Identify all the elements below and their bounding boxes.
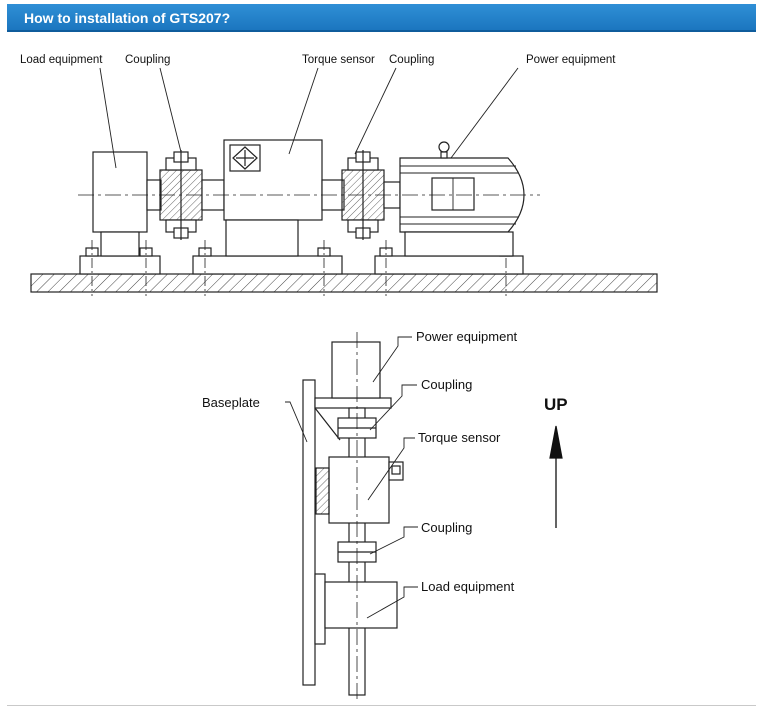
v-label-power-equipment: Power equipment	[416, 329, 518, 344]
label-torque-sensor: Torque sensor	[302, 54, 375, 66]
label-load-equipment: Load equipment	[20, 54, 103, 66]
baseplate-bracket-bottom	[314, 573, 326, 645]
section-header: How to installation of GTS207?	[7, 4, 756, 32]
v-sensor-connector	[388, 461, 404, 481]
motor-lifting-eye	[438, 141, 450, 153]
v-label-baseplate: Baseplate	[202, 395, 260, 410]
side-view-drawing: Load equipment Coupling Torque sensor Co…	[20, 54, 658, 296]
bottom-divider	[7, 705, 756, 706]
up-arrow-icon	[549, 425, 563, 459]
v-sensor-plate-left	[315, 467, 330, 515]
label-coupling-right: Coupling	[389, 54, 434, 66]
up-label: UP	[544, 395, 568, 414]
v-label-coupling-bottom: Coupling	[421, 520, 472, 535]
v-label-load-equipment: Load equipment	[421, 579, 515, 594]
mount-block-motor	[374, 255, 524, 275]
v-torque-sensor	[328, 456, 390, 524]
sensor-connector-icon	[229, 144, 261, 172]
label-power-equipment: Power equipment	[526, 54, 616, 66]
vertical-view-drawing: Power equipment Coupling Baseplate Torqu…	[202, 329, 568, 700]
motor-stand	[404, 231, 514, 257]
baseplate-bracket-top	[314, 397, 392, 409]
v-label-torque-sensor: Torque sensor	[418, 430, 501, 445]
load-equipment-body	[92, 151, 148, 233]
baseplate	[302, 379, 316, 686]
base-rail	[30, 273, 658, 293]
torque-sensor-stand	[225, 219, 299, 257]
mount-block-sensor	[192, 255, 343, 275]
v-label-coupling-top: Coupling	[421, 377, 472, 392]
load-equipment-stand	[100, 231, 140, 257]
label-coupling-left: Coupling	[125, 54, 170, 66]
v-power-equipment	[331, 341, 381, 399]
v-load-equipment	[324, 581, 398, 629]
